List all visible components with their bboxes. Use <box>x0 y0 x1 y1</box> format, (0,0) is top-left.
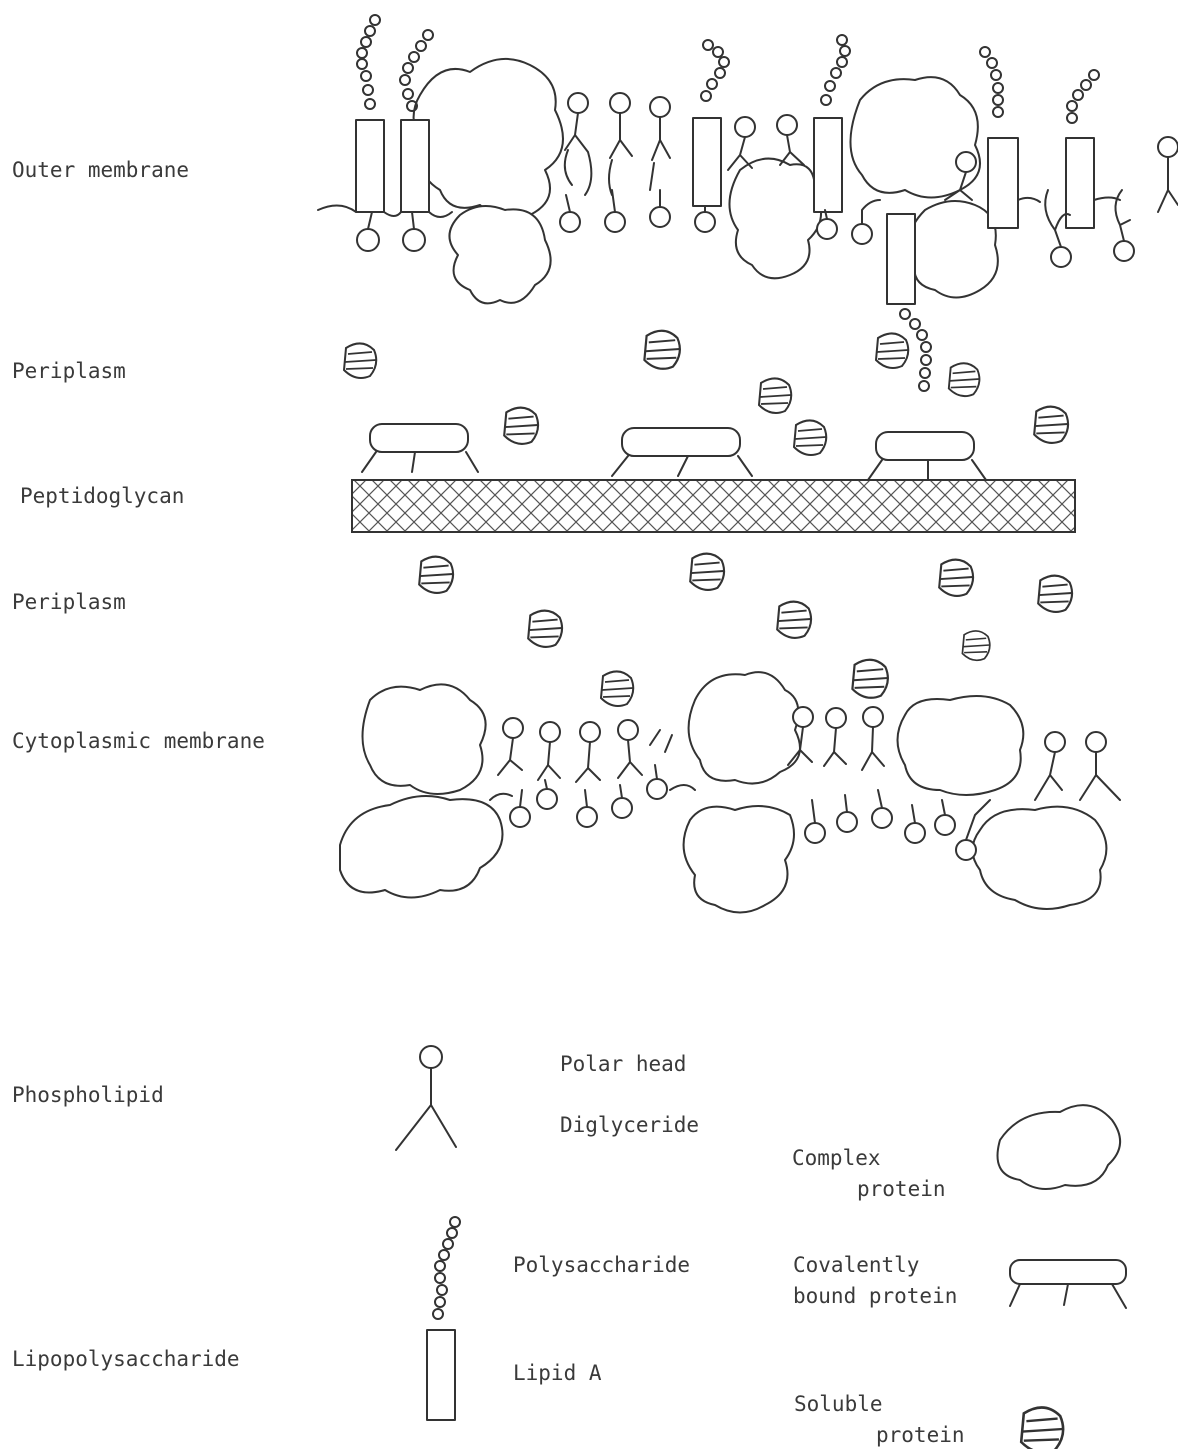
legend-complex-protein-symbol <box>998 1105 1121 1189</box>
legend-lps-symbol <box>427 1217 460 1420</box>
soluble-protein <box>504 408 538 444</box>
outer-complex-protein <box>449 206 550 303</box>
cytoplasmic-membrane-layer <box>340 672 1120 912</box>
cyto-complex-protein <box>973 807 1107 909</box>
soluble-protein <box>777 602 811 638</box>
soluble-protein <box>601 671 633 706</box>
soluble-protein <box>1038 576 1072 612</box>
outer-membrane-layer <box>318 15 1178 391</box>
soluble-protein <box>852 660 887 698</box>
legend-phospholipid-symbol <box>396 1046 456 1150</box>
soluble-protein <box>876 333 908 368</box>
soluble-protein <box>939 560 973 596</box>
cyto-complex-protein <box>340 796 503 898</box>
outer-complex-protein <box>909 201 997 298</box>
outer-complex-protein <box>414 59 563 218</box>
peptidoglycan-layer <box>352 424 1075 532</box>
peptidoglycan-bar <box>352 480 1075 532</box>
legend-soluble-protein-symbol <box>1021 1407 1063 1449</box>
soluble-protein <box>690 554 724 590</box>
outer-complex-protein <box>729 159 821 279</box>
outer-complex-protein <box>850 77 980 197</box>
soluble-protein <box>344 343 376 378</box>
soluble-protein <box>419 557 453 593</box>
soluble-protein <box>949 363 980 396</box>
cyto-complex-protein <box>898 696 1024 795</box>
soluble-protein <box>1034 407 1068 443</box>
cyto-complex-protein <box>363 684 486 794</box>
soluble-protein <box>528 611 562 647</box>
cyto-complex-protein <box>689 672 800 783</box>
soluble-protein <box>794 420 826 455</box>
cyto-complex-protein <box>684 806 794 913</box>
soluble-protein <box>962 631 989 660</box>
covalently-bound-protein <box>362 424 986 480</box>
soluble-protein <box>759 378 791 413</box>
soluble-protein <box>644 331 679 369</box>
legend-covalently-bound-symbol <box>1010 1260 1126 1308</box>
